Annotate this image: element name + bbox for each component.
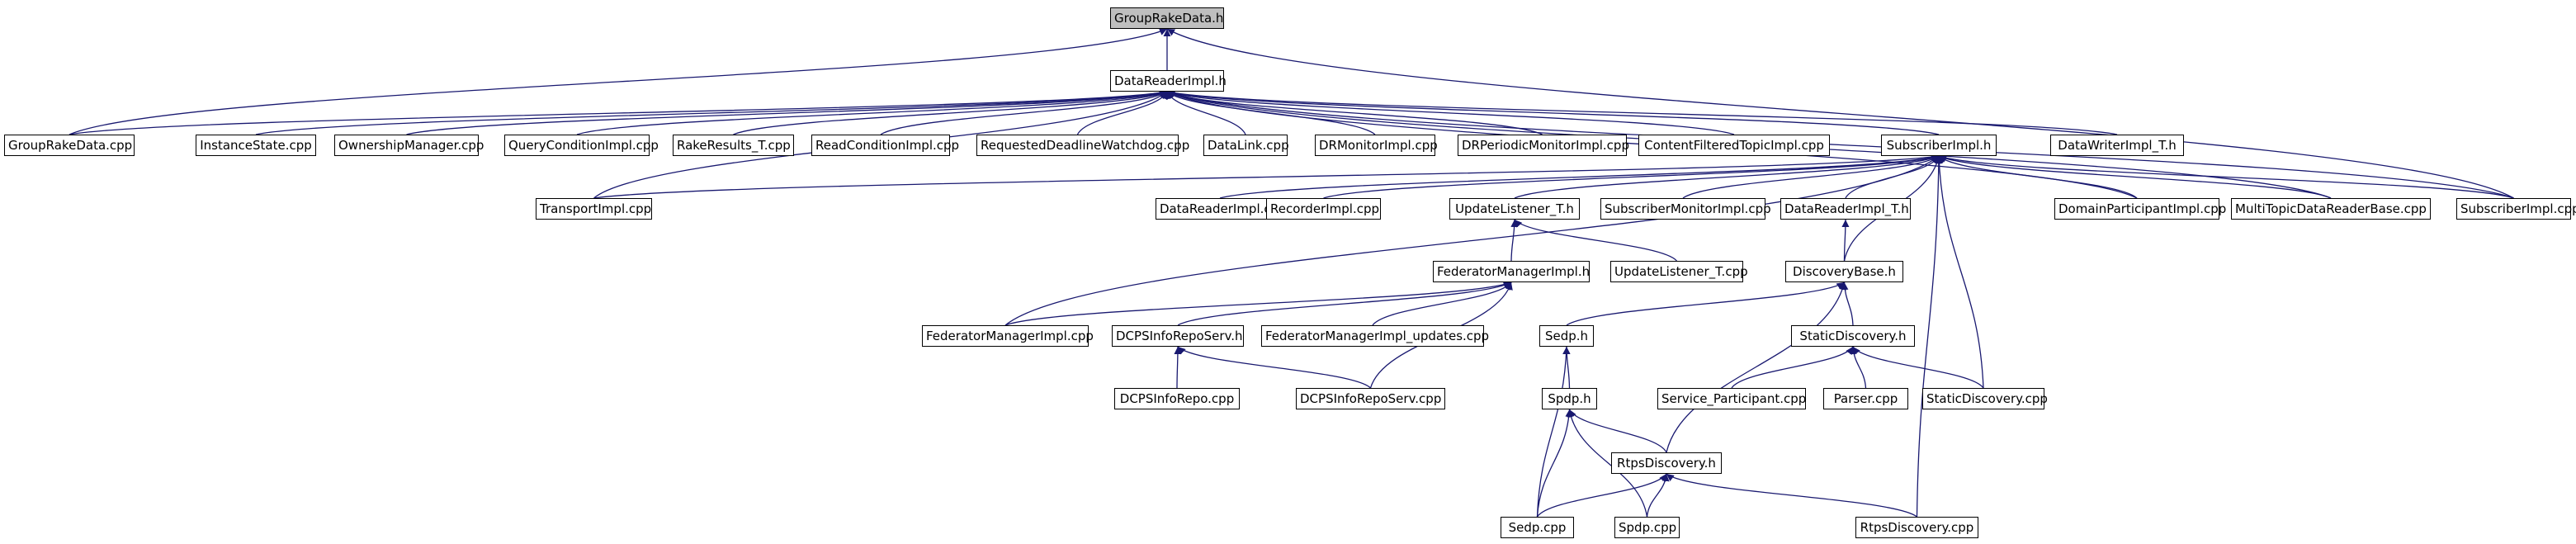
file-node-drp[interactable]: DRPeriodicMonitorImpl.cpp xyxy=(1458,135,1629,156)
file-node-dpi[interactable]: DomainParticipantImpl.cpp xyxy=(2054,198,2226,220)
edge-qci-to-drih xyxy=(576,90,1168,135)
edge-own-to-drih xyxy=(406,89,1168,135)
file-node-spdc[interactable]: Spdp.cpp xyxy=(1614,517,1680,538)
edge-sdc-to-sdh xyxy=(1852,346,1984,389)
edge-dric-to-sih xyxy=(1219,154,1940,199)
file-node-dwit[interactable]: DataWriterImpl_T.h xyxy=(2050,135,2184,156)
edge-grdc-to-drih xyxy=(69,89,1168,135)
edge-smi-to-sih xyxy=(1682,155,1940,199)
edge-sic-to-drih xyxy=(1166,90,2514,199)
file-node-par[interactable]: Parser.cpp xyxy=(1823,388,1908,409)
file-node-sdh[interactable]: StaticDiscovery.h xyxy=(1791,325,1915,347)
file-node-inst[interactable]: InstanceState.cpp xyxy=(196,135,316,156)
edge-dcsc-to-dcsh xyxy=(1177,346,1371,389)
file-node-dcr[interactable]: DCPSInfoRepo.cpp xyxy=(1114,388,1240,409)
edge-sdh-to-dbh xyxy=(1841,281,1854,326)
file-node-dric[interactable]: DataReaderImpl.cpp xyxy=(1156,198,1287,220)
file-node-own[interactable]: OwnershipManager.cpp xyxy=(334,135,484,156)
edge-dpi-to-sih xyxy=(1938,155,2138,199)
edge-rdc-to-rdh xyxy=(1666,473,1917,518)
file-node-mtd[interactable]: MultiTopicDataReaderBase.cpp xyxy=(2231,198,2431,220)
edge-rdh-to-spdh xyxy=(1568,409,1667,453)
edge-dcsh-to-fmh xyxy=(1177,281,1512,326)
file-node-rrt[interactable]: RakeResults_T.cpp xyxy=(673,135,794,156)
file-node-rdc[interactable]: RtpsDiscovery.cpp xyxy=(1855,517,1978,538)
edge-fmu-to-fmh xyxy=(1372,281,1512,326)
edge-dwit-to-drih xyxy=(1166,89,2118,135)
edge-inst-to-drih xyxy=(255,89,1168,135)
file-node-tic[interactable]: TransportImpl.cpp xyxy=(536,198,652,220)
edge-spdc-to-rdh xyxy=(1646,473,1670,518)
file-node-sedc[interactable]: Sedp.cpp xyxy=(1501,517,1574,538)
file-node-fmc[interactable]: FederatorManagerImpl.cpp xyxy=(922,325,1094,347)
edge-dcr-to-dcsh xyxy=(1174,346,1182,389)
file-node-ult[interactable]: UpdateListener_T.h xyxy=(1449,198,1580,220)
file-node-svc[interactable]: Service_Participant.cpp xyxy=(1657,388,1806,409)
edge-cft-to-drih xyxy=(1166,90,1735,135)
file-node-dl[interactable]: DataLink.cpp xyxy=(1203,135,1289,156)
file-node-fmh[interactable]: FederatorManagerImpl.h xyxy=(1433,261,1590,282)
file-node-cft[interactable]: ContentFilteredTopicImpl.cpp xyxy=(1638,135,1830,156)
file-node-rdw[interactable]: RequestedDeadlineWatchdog.cpp xyxy=(976,135,1189,156)
edge-spdh-to-sedh xyxy=(1562,346,1571,389)
file-node-drih[interactable]: DataReaderImpl.h xyxy=(1110,70,1227,92)
file-node-dcsc[interactable]: DCPSInfoRepoServ.cpp xyxy=(1296,388,1445,409)
edge-rrt-to-drih xyxy=(733,91,1168,135)
edge-fmc-to-fmh xyxy=(1004,281,1512,326)
file-node-drm[interactable]: DRMonitorImpl.cpp xyxy=(1315,135,1438,156)
file-node-dbh[interactable]: DiscoveryBase.h xyxy=(1785,261,1903,282)
file-node-ultc[interactable]: UpdateListener_T.cpp xyxy=(1610,261,1748,282)
edge-rci-to-drih xyxy=(880,91,1168,135)
edge-sic-to-sih xyxy=(1938,154,2514,199)
edge-rec-to-sih xyxy=(1323,154,1940,199)
file-node-sih[interactable]: SubscriberImpl.h xyxy=(1881,135,1997,156)
edge-sih-to-drih xyxy=(1166,89,1940,135)
file-node-rci[interactable]: ReadConditionImpl.cpp xyxy=(811,135,959,156)
file-node-smi[interactable]: SubscriberMonitorImpl.cpp xyxy=(1600,198,1771,220)
edge-sedh-to-dbh xyxy=(1566,281,1845,326)
file-node-rec[interactable]: RecorderImpl.cpp xyxy=(1266,198,1381,220)
edge-dbh-to-drit xyxy=(1841,219,1850,262)
edge-sedc-to-rdh xyxy=(1536,473,1667,518)
edge-sic-to-root xyxy=(1166,28,2514,199)
file-node-rdh[interactable]: RtpsDiscovery.h xyxy=(1611,452,1722,474)
file-node-spdh[interactable]: Spdp.h xyxy=(1542,388,1597,409)
edge-fmc-to-sih xyxy=(1004,155,1940,326)
edge-rdc-to-sih xyxy=(1916,155,1943,518)
edge-grdc-to-root xyxy=(69,28,1168,135)
file-node-dcsh[interactable]: DCPSInfoRepoServ.h xyxy=(1112,325,1244,347)
edge-ultc-to-ult xyxy=(1514,219,1677,262)
edge-svc-to-sdh xyxy=(1731,346,1854,389)
edge-rdh-to-dbh xyxy=(1666,281,1846,453)
edge-par-to-sdh xyxy=(1850,346,1867,389)
edge-ult-to-sih xyxy=(1514,155,1940,199)
edge-mtd-to-sih xyxy=(1938,155,2332,199)
file-node-drit[interactable]: DataReaderImpl_T.h xyxy=(1780,198,1911,220)
file-node-sdc[interactable]: StaticDiscovery.cpp xyxy=(1922,388,2048,409)
file-node-root[interactable]: GroupRakeData.h xyxy=(1110,7,1224,29)
edge-spdc-to-spdh xyxy=(1567,409,1648,518)
file-node-sic[interactable]: SubscriberImpl.cpp xyxy=(2456,198,2576,220)
edge-sedc-to-sedh xyxy=(1536,346,1571,518)
edge-tic-to-sih xyxy=(593,153,1940,199)
edge-sdc-to-sih xyxy=(1935,155,1984,389)
edge-sedc-to-spdh xyxy=(1536,409,1573,518)
file-node-grdc[interactable]: GroupRakeData.cpp xyxy=(4,135,135,156)
file-node-fmu[interactable]: FederatorManagerImpl_updates.cpp xyxy=(1261,325,1489,347)
file-node-sedh[interactable]: Sedp.h xyxy=(1539,325,1594,347)
file-node-qci[interactable]: QueryConditionImpl.cpp xyxy=(504,135,659,156)
edge-fmh-to-ult xyxy=(1510,219,1519,262)
